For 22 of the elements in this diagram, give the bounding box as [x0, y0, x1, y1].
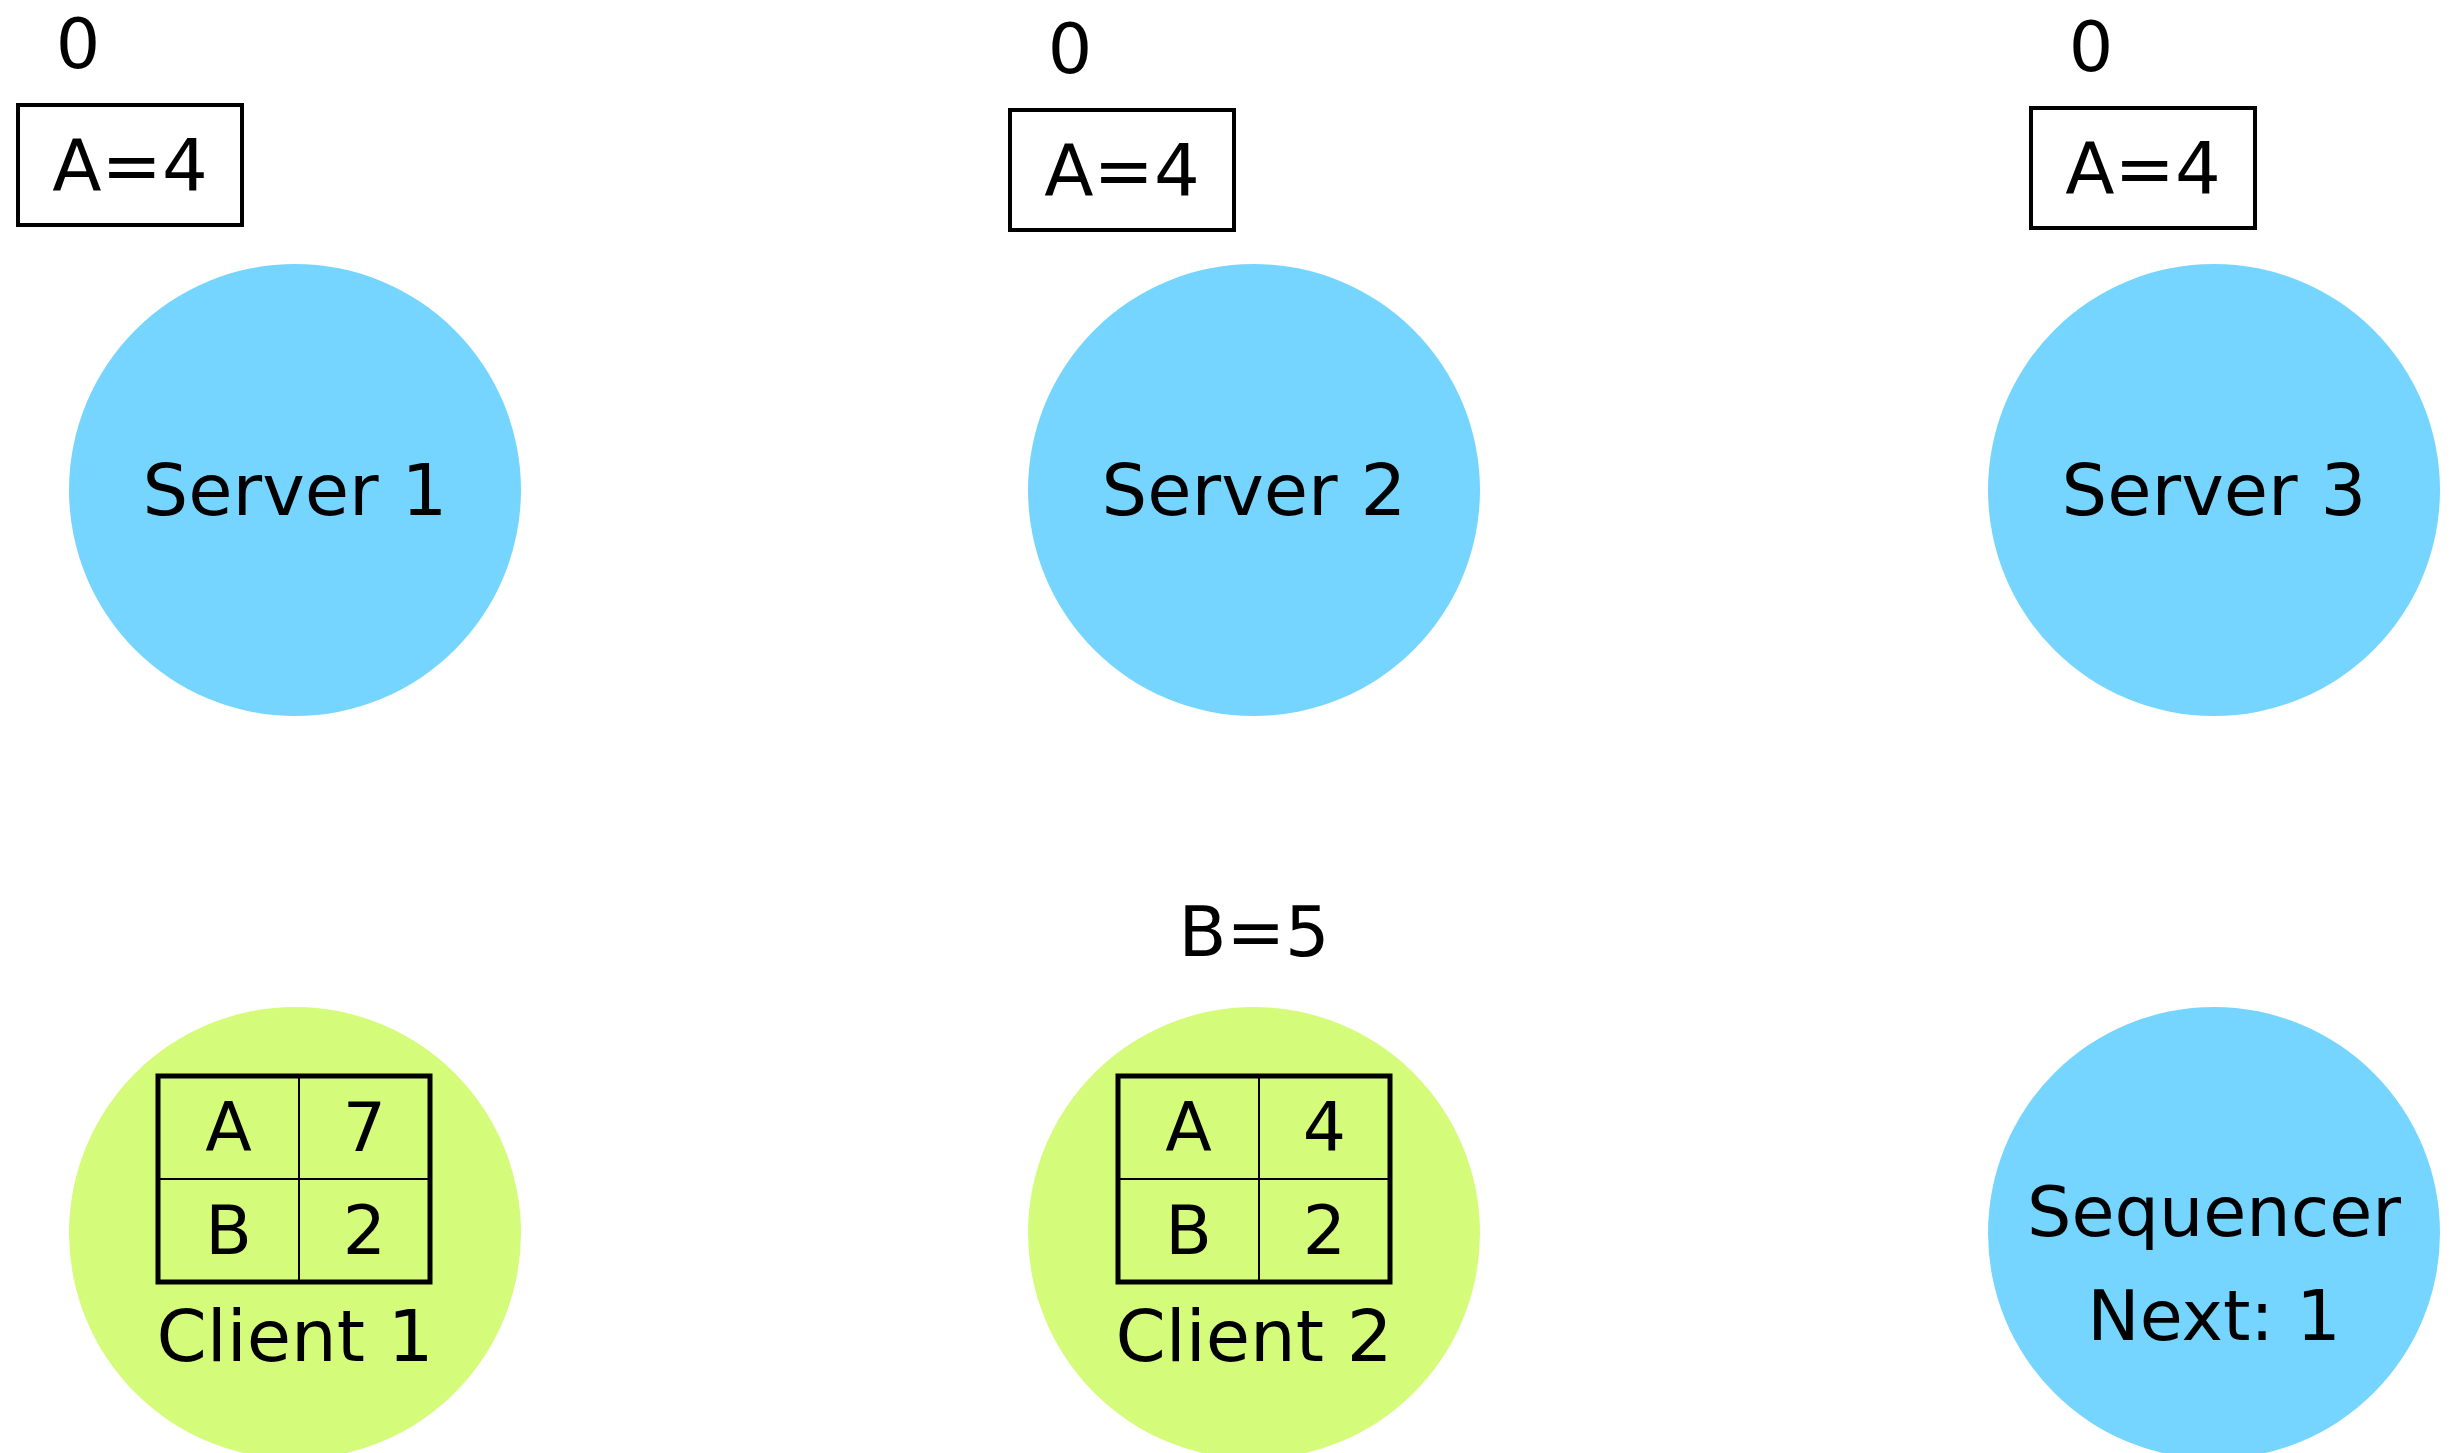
- node-label: Server 3: [2060, 448, 2368, 532]
- version-number: 0: [1047, 8, 1093, 90]
- write-request: B=5: [1178, 891, 1330, 973]
- table-cell-text: A: [1164, 1087, 1213, 1169]
- value-box: A=4: [2029, 106, 2257, 230]
- node-label: Server 1: [141, 448, 449, 532]
- table-cell-text: B: [204, 1190, 253, 1272]
- node-label: Client 2: [1114, 1294, 1394, 1378]
- counter-label: Next: 1: [2086, 1275, 2342, 1357]
- value-box: A=4: [1008, 108, 1236, 232]
- table-cell-text: B: [1164, 1190, 1213, 1272]
- node-label: Server 2: [1100, 448, 1408, 532]
- node-label: Client 1: [155, 1294, 435, 1378]
- value-box: A=4: [16, 103, 244, 227]
- version-number: 0: [2068, 6, 2114, 88]
- table-cell-text: 2: [1301, 1190, 1348, 1272]
- version-number: 0: [55, 3, 101, 85]
- table-cell-text: 7: [341, 1087, 388, 1169]
- table-cell-text: 2: [341, 1190, 388, 1272]
- table-cell-text: 4: [1301, 1087, 1348, 1169]
- node-label: Sequencer: [2025, 1171, 2403, 1253]
- table-cell-text: A: [204, 1087, 253, 1169]
